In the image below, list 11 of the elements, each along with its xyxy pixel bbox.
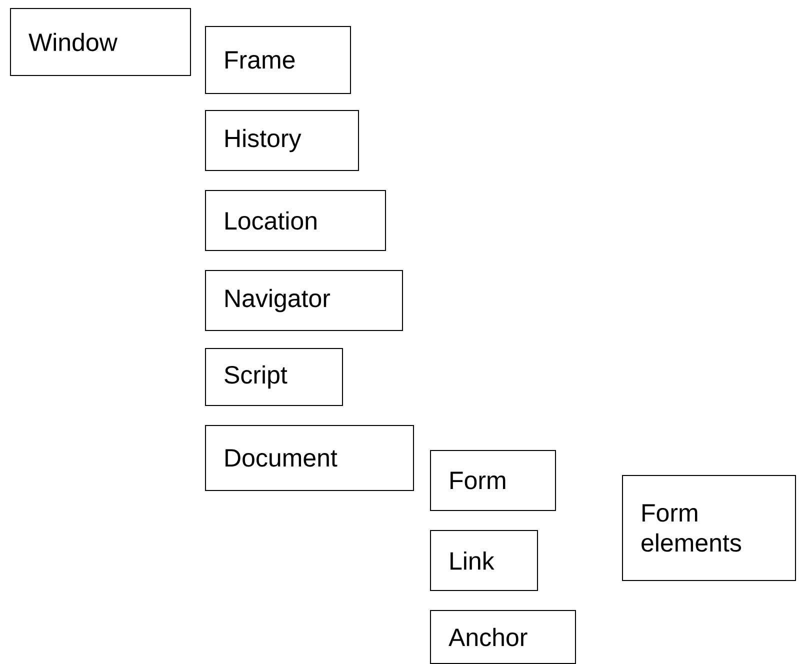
object-box: Document <box>205 425 414 491</box>
object-box: Anchor <box>430 610 576 664</box>
object-box: Location <box>205 190 386 251</box>
object-box: Navigator <box>205 270 403 331</box>
object-box: History <box>205 110 359 171</box>
object-box: Frame <box>205 26 351 94</box>
object-box: Link <box>430 530 538 591</box>
object-box: Form elements <box>622 475 796 581</box>
object-box: Form <box>430 450 556 511</box>
object-box: Script <box>205 348 343 406</box>
object-box: Window <box>10 8 191 76</box>
